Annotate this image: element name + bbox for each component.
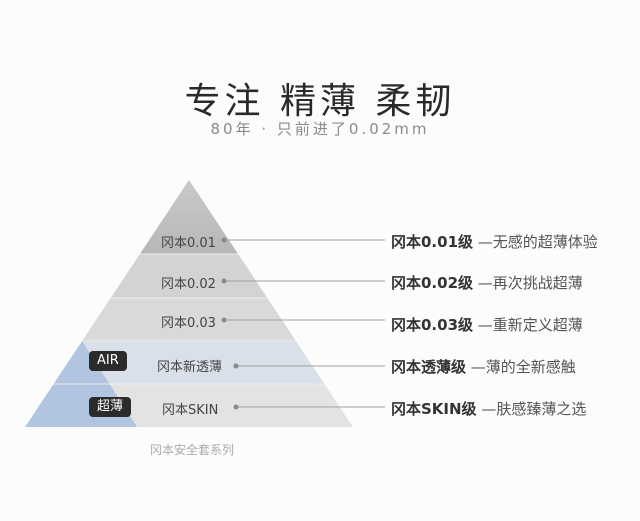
tier-5-name: 冈本SKIN级 — [391, 400, 477, 418]
tier-4-description: 冈本透薄级 —薄的全新感触 — [391, 356, 576, 377]
pyramid-caption: 冈本安全套系列 — [150, 443, 235, 457]
chaobo-badge: 超薄 — [89, 397, 132, 417]
air-badge: AIR — [89, 351, 127, 371]
tier-4-desc: —薄的全新感触 — [470, 358, 576, 376]
tier-2-desc: —再次挑战超薄 — [477, 274, 583, 292]
tier-1-description: 冈本0.01级 —无感的超薄体验 — [391, 231, 598, 252]
page-subtitle: 80年 · 只前进了0.02mm — [210, 120, 430, 138]
tier-5-label: 冈本SKIN — [162, 403, 219, 418]
tier-1-label: 冈本0.01 — [161, 236, 216, 251]
tier-4-label: 冈本新透薄 — [157, 360, 223, 375]
tier-2-name: 冈本0.02级 — [391, 274, 474, 292]
tier-3-desc: —重新定义超薄 — [477, 316, 583, 334]
tier-2-description: 冈本0.02级 —再次挑战超薄 — [391, 272, 583, 293]
tier-3-label: 冈本0.03 — [161, 316, 216, 331]
tier-5-description: 冈本SKIN级 —肤感臻薄之选 — [391, 398, 586, 419]
tier-3-description: 冈本0.03级 —重新定义超薄 — [391, 314, 583, 335]
tier-5-desc: —肤感臻薄之选 — [481, 400, 587, 418]
tier-1-name: 冈本0.01级 — [391, 233, 474, 251]
tier-2-label: 冈本0.02 — [161, 277, 216, 292]
tier-4-name: 冈本透薄级 — [391, 358, 467, 376]
tier-3-name: 冈本0.03级 — [391, 316, 474, 334]
page-title: 专注 精薄 柔韧 — [184, 81, 456, 122]
tier-1-desc: —无感的超薄体验 — [477, 233, 598, 251]
